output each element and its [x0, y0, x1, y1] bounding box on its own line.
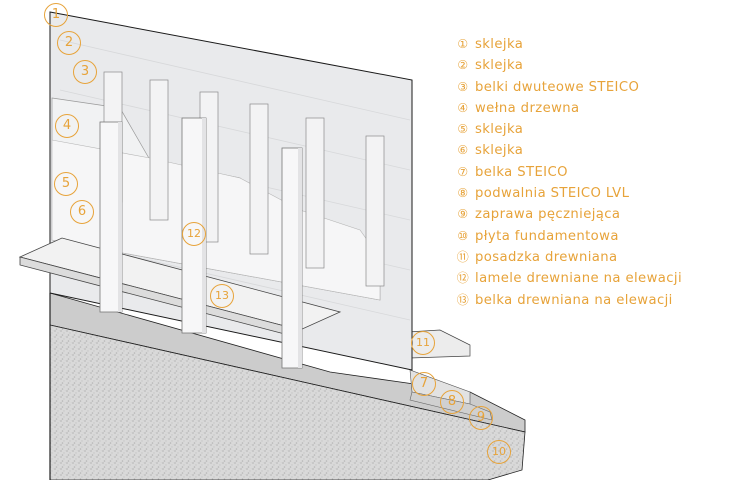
legend-item: ⑬ belka drewniana na elewacji: [456, 290, 682, 311]
legend-label: lamele drewniane na elewacji: [475, 271, 683, 287]
callout-marker-5: 5: [54, 172, 78, 196]
legend-item: ⑦ belka STEICO: [456, 162, 682, 183]
legend-item: ② sklejka: [456, 55, 682, 76]
facade-lamellae: [99, 117, 303, 369]
legend-label: płyta fundamentowa: [475, 228, 619, 244]
legend-item: ③ belki dwuteowe STEICO: [456, 77, 682, 98]
legend-label: belki dwuteowe STEICO: [475, 79, 640, 95]
legend-item: ① sklejka: [456, 34, 682, 55]
legend-item: ⑩ płyta fundamentowa: [456, 226, 682, 247]
legend-number: ③: [457, 79, 469, 94]
legend-number: ⑪: [456, 249, 470, 264]
legend-number: ⑫: [456, 271, 470, 286]
callout-marker-6: 6: [70, 200, 94, 224]
legend-label: sklejka: [475, 37, 524, 52]
callout-marker-8: 8: [440, 390, 464, 414]
lamella-shading: [118, 118, 302, 368]
legend-item: ⑥ sklejka: [456, 140, 682, 161]
legend-number: ⑤: [457, 122, 469, 137]
legend-item: ⑫ lamele drewniane na elewacji: [456, 268, 682, 289]
legend-label: sklejka: [475, 58, 524, 74]
legend-number: ⑧: [457, 186, 469, 201]
legend-label: posadzka drewniana: [475, 249, 618, 265]
callout-marker-9: 9: [469, 406, 493, 430]
legend-label: wełna drzewna: [475, 100, 580, 116]
legend-label: podwalnia STEICO LVL: [475, 186, 630, 202]
legend-item: ⑤ sklejka: [456, 119, 682, 140]
callout-marker-7: 7: [412, 372, 436, 396]
legend-item: ⑪ posadzka drewniana: [456, 247, 682, 268]
legend-number: ⑩: [457, 228, 469, 243]
legend-number: ②: [457, 58, 469, 73]
legend-number: ④: [457, 100, 469, 115]
legend-item: ④ wełna drzewna: [456, 98, 682, 119]
callout-marker-4: 4: [55, 114, 79, 138]
legend-number: ⑬: [456, 292, 470, 307]
legend-label: zaprawa pęczniejąca: [475, 207, 621, 223]
legend-item: ⑧ podwalnia STEICO LVL: [456, 183, 682, 204]
legend-item: ⑨ zaprawa pęczniejąca: [456, 204, 682, 225]
callout-marker-10: 10: [487, 440, 511, 464]
legend-label: sklejka: [475, 143, 524, 159]
callout-marker-13: 13: [210, 284, 234, 308]
legend-number: ⑨: [457, 207, 469, 222]
callout-marker-11: 11: [411, 331, 435, 355]
legend: ① sklejka ② sklejka ③ belki dwuteowe STEICO…: [456, 34, 682, 311]
callout-marker-3: 3: [73, 60, 97, 84]
legend-label: belka STEICO: [475, 164, 568, 180]
legend-number: ①: [457, 37, 469, 51]
callout-marker-2: 2: [57, 31, 81, 55]
callout-marker-1: 1: [44, 3, 68, 27]
callout-marker-12: 12: [182, 222, 206, 246]
legend-number: ⑥: [457, 143, 469, 158]
legend-number: ⑦: [457, 164, 469, 179]
legend-label: belka drewniana na elewacji: [475, 292, 673, 308]
legend-label: sklejka: [475, 122, 524, 138]
